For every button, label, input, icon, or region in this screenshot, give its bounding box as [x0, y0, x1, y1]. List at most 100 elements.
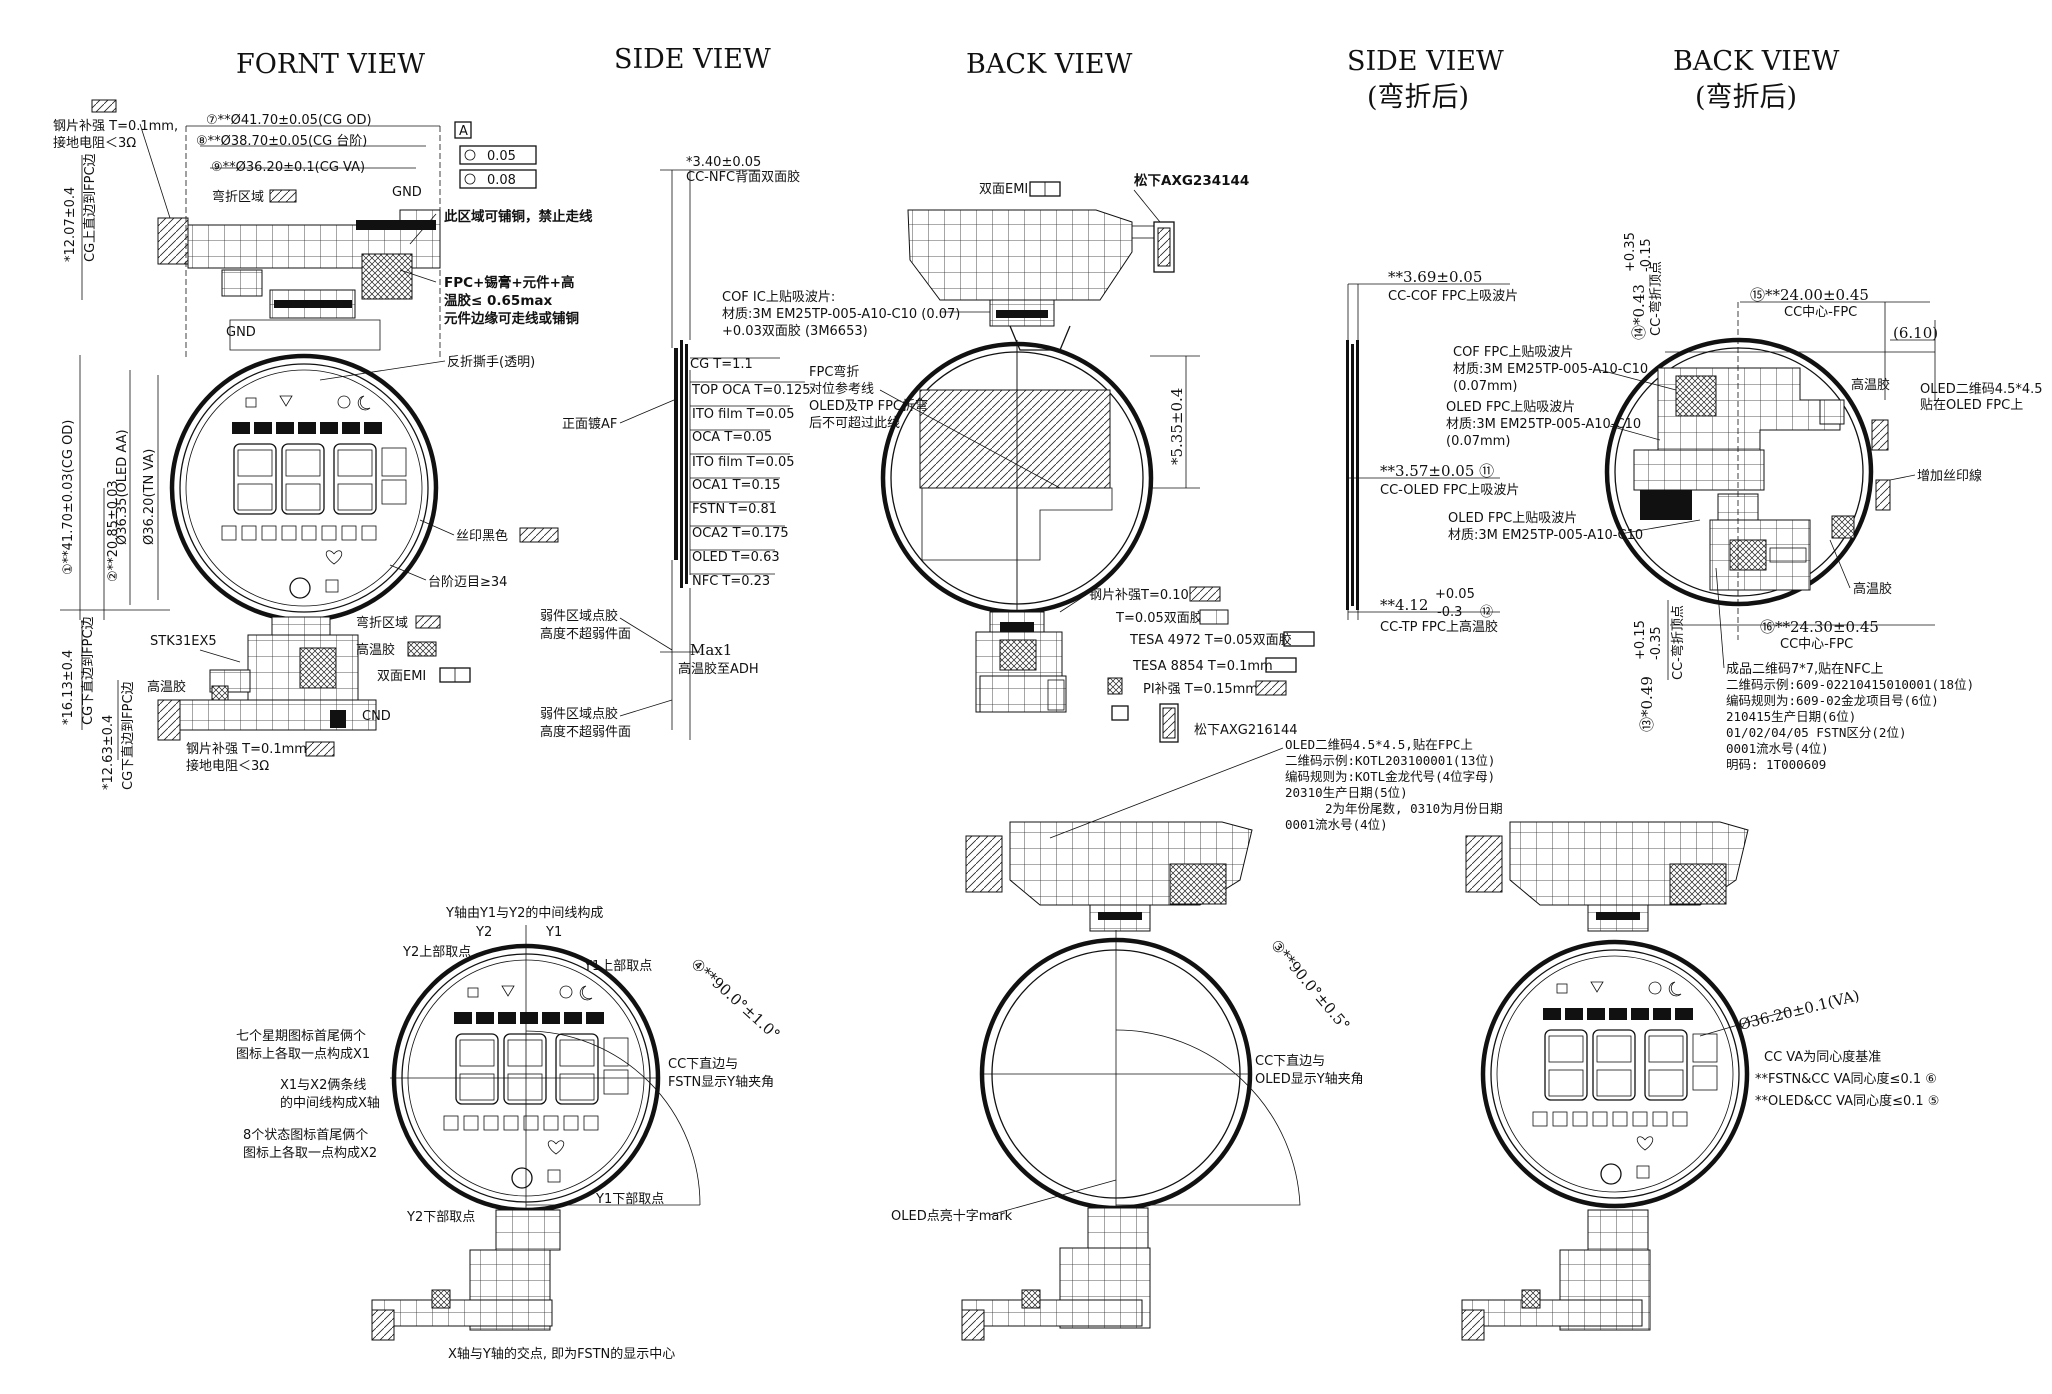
- bb-dim-049-dn: -0.35: [1649, 626, 1664, 660]
- back-cof-2: 材质:3M EM25TP-005-A10-C10 (0.07): [722, 307, 960, 322]
- back-fpc-bend-4: 后不可超过此线: [809, 416, 900, 431]
- side-max1-sub: 高温胶至ADH: [678, 661, 759, 677]
- layer-label: TOP OCA T=0.125: [691, 383, 811, 398]
- bm-cc-1: CC下直边与: [1255, 1054, 1325, 1069]
- bm-qr-line: OLED二维码4.5*4.5,贴在FPC上: [1285, 737, 1473, 752]
- bm-qr-line: 2为年份尾数, 0310为月份日期: [1325, 801, 1503, 816]
- bm-angle: ③**90.0°±0.5°: [1267, 936, 1354, 1034]
- edge-note: 元件边缘可走线或铺铜: [444, 310, 579, 327]
- bb-cof-1: COF FPC上贴吸波片: [1453, 345, 1573, 360]
- bm-mark: OLED点亮十字mark: [891, 1208, 1013, 1224]
- steel-note-ground: 接地电阻＜3Ω: [53, 135, 136, 151]
- bl-y1-top: Y1上部取点: [583, 959, 652, 974]
- br-oled: **OLED&CC VA同心度≤0.1 ⑤: [1755, 1093, 1939, 1109]
- dim-1263-sub: CG下直边到FPC边: [121, 681, 136, 790]
- bb-oled2-1: OLED FPC上贴吸波片: [1448, 511, 1577, 526]
- back-fpc-bend-3: OLED及TP FPC折弯: [809, 398, 928, 414]
- bb-dim-2400: ⑮**24.00±0.45: [1750, 286, 1869, 304]
- sb-dim-412: **4.12: [1380, 596, 1428, 614]
- bl-y2: Y2: [475, 925, 492, 940]
- bl-cc-1: CC下直边与: [668, 1057, 738, 1072]
- title-back-view-bent: BACK VIEW: [1673, 46, 1840, 77]
- layer-label: OCA2 T=0.175: [692, 526, 789, 541]
- silk-label: 丝印黑色: [456, 528, 508, 544]
- tolerance-1: 0.05: [487, 149, 516, 164]
- back-tesa2-label: TESA 8854 T=0.1mm: [1132, 659, 1273, 674]
- bb-dim-2400-sub: CC中心-FPC: [1784, 305, 1857, 320]
- bb-qr-line: 01/02/04/05 FSTN区分(2位): [1726, 725, 1907, 740]
- sb-dim-357: **3.57±0.05 ⑪: [1380, 462, 1494, 480]
- dim-1263: *12.63±0.4: [101, 715, 116, 790]
- back-pi-label: PI补强 T=0.15mm: [1143, 682, 1258, 697]
- dim-top-sub: CG上直边到FPC边: [83, 153, 98, 262]
- sb-dim-412-idx: ⑫: [1480, 605, 1493, 620]
- subtitle-back-view-bent: (弯折后): [1695, 82, 1797, 113]
- bb-cof-3: (0.07mm): [1453, 379, 1517, 394]
- bb-dim-043-up: +0.35: [1623, 232, 1638, 272]
- bb-dim-043: ⑭*0.43: [1630, 284, 1648, 340]
- dim-cg-od: ⑦**Ø41.70±0.05(CG OD): [206, 113, 372, 128]
- bb-dim-049-up: +0.15: [1633, 620, 1648, 660]
- sb-dim-369: **3.69±0.05: [1388, 268, 1482, 286]
- bm-qr-line: 0001流水号(4位): [1285, 817, 1388, 832]
- dim-od-vertical: ①**41.70±0.03(CG OD): [61, 420, 76, 575]
- sb-dim-412-dn: -0.3: [1437, 605, 1462, 620]
- side-note-a1: 弱件区域点胶: [540, 608, 618, 624]
- side-af-label: 正面镀AF: [562, 416, 617, 432]
- br-va: Ø36.20±0.1(VA): [1737, 986, 1862, 1033]
- bm-cc-2: OLED显示Y轴夹角: [1255, 1072, 1364, 1087]
- layer-callouts: CG T=1.1 TOP OCA T=0.125 ITO film T=0.05…: [689, 357, 811, 589]
- stk-label: STK31EX5: [150, 634, 217, 649]
- layer-label: FSTN T=0.81: [692, 502, 777, 517]
- bb-hot-glue2: 高温胶: [1853, 581, 1892, 597]
- bl-y2-top: Y2上部取点: [402, 945, 471, 960]
- sb-dim-369-sub: CC-COF FPC上吸波片: [1388, 289, 1518, 304]
- bb-qr-line: 明码: 1T000609: [1726, 757, 1826, 772]
- front-view: ⑦**Ø41.70±0.05(CG OD) ⑧**Ø38.70±0.05(CG …: [53, 99, 593, 790]
- bl-x2-1: 8个状态图标首尾俩个: [243, 1128, 368, 1143]
- sb-dim-357-sub: CC-OLED FPC上吸波片: [1380, 483, 1519, 498]
- steel-note: 钢片补强 T=0.1mm,: [53, 119, 178, 134]
- layer-label: OLED T=0.63: [692, 550, 780, 565]
- bb-dim-2430: ⑯**24.30±0.45: [1760, 618, 1879, 636]
- no-trace-note: 此区域可铺铜，禁止走线: [444, 208, 593, 225]
- bm-qr-block: OLED二维码4.5*4.5,贴在FPC上 二维码示例:KOTL20310000…: [1049, 737, 1503, 839]
- bl-y1-bot: Y1下部取点: [595, 1192, 664, 1207]
- bb-hot-glue: 高温胶: [1851, 377, 1890, 393]
- title-side-view-bent: SIDE VIEW: [1347, 46, 1504, 77]
- back-cof-3: +0.03双面胶 (3M6653): [722, 323, 868, 339]
- bb-qr-line: 成品二维码7*7,贴在NFC上: [1726, 662, 1883, 677]
- side-note-b2: 高度不超弱件面: [540, 724, 631, 740]
- back-connector-bot: 松下AXG216144: [1194, 723, 1298, 738]
- bm-qr-line: 二维码示例:KOTL203100001(13位): [1285, 753, 1495, 768]
- layer-label: OCA T=0.05: [692, 430, 772, 445]
- dim-1613: *16.13±0.4: [61, 650, 76, 725]
- step-chamfer-label: 台阶迈目≥34: [428, 575, 507, 590]
- back-view-bent: CC-弯折顶点 ⑭*0.43 +0.35 -0.15 ⑮**24.00±0.45…: [1446, 232, 2043, 772]
- bm-qr-line: 20310生产日期(5位): [1285, 785, 1408, 800]
- emi-label: 双面EMI: [377, 669, 426, 684]
- bb-oled-1: OLED FPC上贴吸波片: [1446, 400, 1575, 415]
- steel2-note: 钢片补强 T=0.1mm,: [186, 742, 311, 757]
- datum-a: A: [459, 124, 468, 139]
- br-fstn: **FSTN&CC VA同心度≤0.1 ⑥: [1755, 1071, 1937, 1087]
- layer-label: NFC T=0.23: [692, 574, 770, 589]
- bb-qr-line: 二维码示例:609-02210415010001(18位): [1726, 677, 1974, 692]
- steel2-ground: 接地电阻＜3Ω: [186, 758, 269, 774]
- hot-glue2-label: 高温胶: [147, 679, 186, 695]
- sb-dim-412-up: +0.05: [1435, 587, 1475, 602]
- bottom-left-view: Y轴由Y1与Y2的中间线构成 Y2 Y1 Y2上部取点 Y1上部取点 七个星期图…: [236, 905, 784, 1362]
- bb-oled-3: (0.07mm): [1446, 434, 1510, 449]
- layer-label: OCA1 T=0.15: [692, 478, 780, 493]
- bl-x2-2: 图标上各取一点构成X2: [243, 1145, 377, 1161]
- bl-y1: Y1: [545, 925, 562, 940]
- gnd2-label: GND: [226, 325, 256, 340]
- bb-dim-043-dn: -0.15: [1639, 238, 1654, 272]
- bb-qr-2: 贴在OLED FPC上: [1920, 398, 2023, 413]
- back-cof-1: COF IC上贴吸波片:: [722, 290, 835, 305]
- side-dim-total-sub: CC-NFC背面双面胶: [686, 169, 800, 185]
- bottom-right-view: Ø36.20±0.1(VA) CC VA为同心度基准 **FSTN&CC VA同…: [1461, 821, 1939, 1341]
- bb-dim-610: (6.10): [1893, 324, 1938, 342]
- back-fpc-bend-1: FPC弯折: [809, 364, 859, 380]
